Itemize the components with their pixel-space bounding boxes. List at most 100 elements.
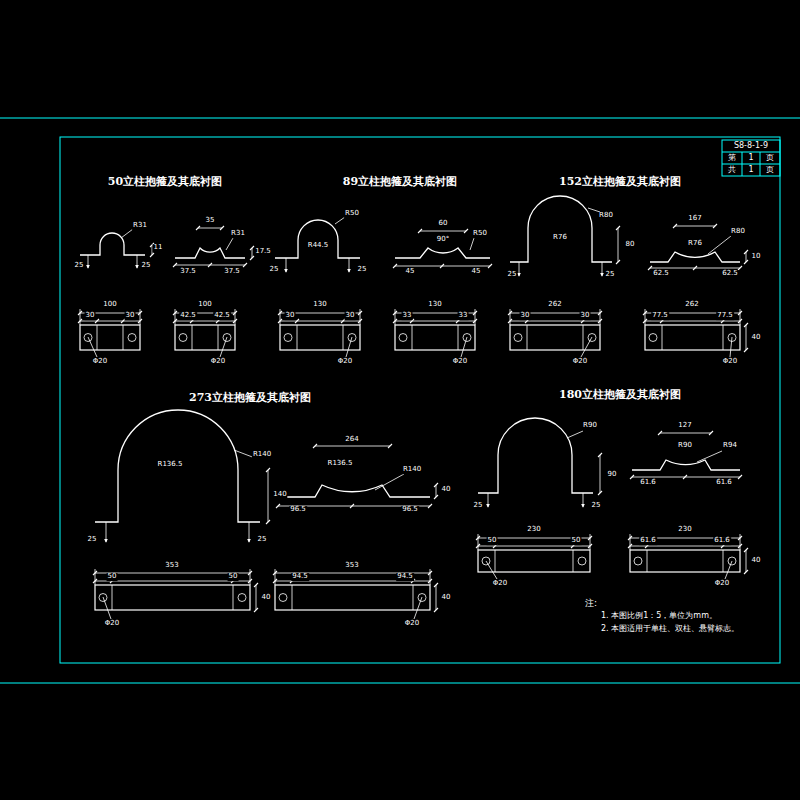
bolt-hole xyxy=(238,594,246,602)
dimension-label: Φ20 xyxy=(492,580,508,588)
dimension-tick xyxy=(250,256,254,260)
leader-line xyxy=(708,236,731,254)
dimension-label: 140 xyxy=(272,491,287,499)
bolt-hole xyxy=(279,594,287,602)
dimension-label: R31 xyxy=(132,222,148,230)
leader-line xyxy=(335,217,345,224)
dimension-label: 77.5 xyxy=(651,312,669,320)
dimension-label: 40 xyxy=(441,594,452,602)
extension-line xyxy=(360,309,361,325)
dimension-label: 25 xyxy=(507,271,518,279)
dimension-label: 25 xyxy=(74,262,85,270)
bolt-hole xyxy=(634,557,642,565)
plan-plate xyxy=(95,585,250,610)
dimension-label: 100 xyxy=(102,301,117,309)
dimension-tick xyxy=(266,520,270,524)
dimension-line xyxy=(256,585,257,610)
dimension-label: R76 xyxy=(687,240,703,248)
plan-plate xyxy=(478,550,590,572)
dimension-tick xyxy=(243,263,247,267)
dimension-label: 25 xyxy=(357,266,368,274)
dimension-line xyxy=(600,455,601,493)
extension-line xyxy=(235,309,236,325)
dimension-label: 100 xyxy=(197,301,212,309)
dimension-label: 17.5 xyxy=(254,248,272,256)
plate-line xyxy=(412,325,413,350)
dimension-label: R80 xyxy=(730,228,746,236)
dimension-tick xyxy=(673,224,677,228)
dimension-label: 61.6 xyxy=(639,537,657,545)
dimension-tick xyxy=(295,319,299,323)
dimension-label: 30 xyxy=(345,312,356,320)
plan-plate xyxy=(630,550,740,572)
dimension-label: R140 xyxy=(402,466,422,474)
dimension-tick xyxy=(683,475,687,479)
plate-line xyxy=(123,325,124,350)
dimension-line xyxy=(252,248,253,258)
dimension-tick xyxy=(95,319,99,323)
dimension-tick xyxy=(220,226,224,230)
dimension-line xyxy=(746,550,747,572)
title-block xyxy=(722,140,780,176)
bolt-hole xyxy=(179,334,187,342)
plan-plate xyxy=(395,325,475,350)
dimension-label: R44.5 xyxy=(307,242,329,250)
dimension-label: 37.5 xyxy=(179,268,197,276)
dimension-tick xyxy=(744,250,748,254)
leader-line xyxy=(88,337,97,357)
title-block-cell: 1 xyxy=(747,166,754,175)
dimension-tick xyxy=(630,475,634,479)
dimension-tick xyxy=(173,263,177,267)
extension-line xyxy=(395,309,396,325)
dimension-tick xyxy=(150,253,154,257)
extension-line xyxy=(275,569,276,585)
dimension-label: 25 xyxy=(269,266,280,274)
frame-line xyxy=(0,683,800,684)
extension-line xyxy=(95,569,96,585)
plate-line xyxy=(458,325,459,350)
dimension-label: 50 xyxy=(487,537,498,545)
dimension-label: 94.5 xyxy=(291,573,309,581)
dimension-label: 33 xyxy=(458,312,469,320)
dimension-label: R136.5 xyxy=(157,461,184,469)
note-text: 1. 本图比例1：5，单位为mm。 xyxy=(600,612,718,621)
dimension-label: 40 xyxy=(441,486,452,494)
dimension-label: Φ20 xyxy=(92,358,108,366)
dimension-tick xyxy=(393,264,397,268)
bolt-hole xyxy=(399,334,407,342)
dimension-label: 61.6 xyxy=(715,479,733,487)
plan-plate xyxy=(280,325,360,350)
dimension-label: 77.5 xyxy=(716,312,734,320)
dimension-label: 30 xyxy=(580,312,591,320)
dimension-line xyxy=(436,585,437,610)
dimension-label: 25 xyxy=(473,502,484,510)
dimension-label: 25 xyxy=(87,536,98,544)
dimension-line xyxy=(175,321,235,322)
bolt-arrows xyxy=(88,255,602,542)
dimension-label: R50 xyxy=(344,210,360,218)
dimension-label: 50 xyxy=(107,573,118,581)
leader-line xyxy=(486,561,497,579)
plate-line xyxy=(527,325,528,350)
plate-line xyxy=(583,325,584,350)
extension-line xyxy=(645,309,646,325)
dimension-label: Φ20 xyxy=(572,358,588,366)
dimension-label: Φ20 xyxy=(404,620,420,628)
dimension-label: R50 xyxy=(472,230,488,238)
leader-line xyxy=(220,337,227,357)
leader-line xyxy=(725,561,732,579)
leader-line xyxy=(121,229,133,238)
dimension-label: 50 xyxy=(228,573,239,581)
extension-line xyxy=(590,534,591,550)
dimension-label: 130 xyxy=(427,301,442,309)
dimension-label: R90 xyxy=(677,442,693,450)
dimension-label: 167 xyxy=(687,215,702,223)
plate-line xyxy=(233,585,234,610)
dimension-label: 62.5 xyxy=(652,270,670,278)
dimension-tick xyxy=(440,264,444,268)
leader-line xyxy=(567,431,583,438)
dimension-line xyxy=(315,446,390,447)
dimension-tick xyxy=(744,260,748,264)
extension-line xyxy=(600,309,601,325)
